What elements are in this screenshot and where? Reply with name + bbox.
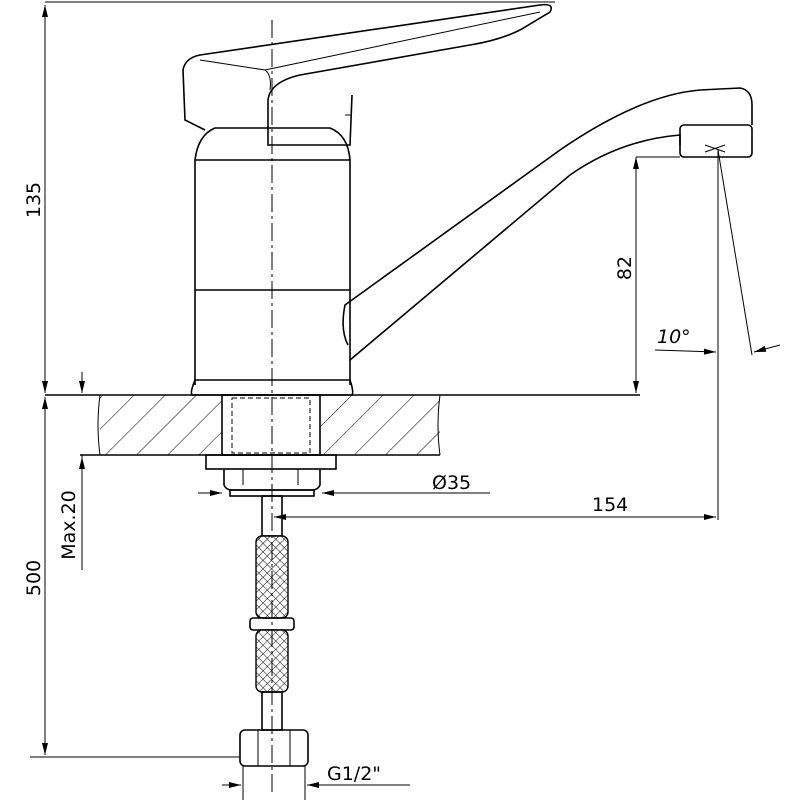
dim-hose-length: 500: [23, 560, 45, 596]
dim-spout-reach: 154: [592, 494, 628, 516]
dim-spout-angle: 10°: [657, 326, 691, 348]
faucet-body: [190, 127, 354, 396]
dim-overall-height: 135: [23, 182, 45, 218]
dim-spout-height: 82: [614, 256, 636, 280]
countertop: [45, 394, 640, 456]
spout: [342, 87, 753, 361]
dim-thread: G1/2": [327, 763, 381, 785]
dimension-lines: [30, 1, 781, 800]
dim-max-countertop: Max.20: [58, 490, 80, 560]
hose: [239, 495, 309, 767]
lever-handle: [182, 3, 553, 146]
dim-body-diameter: Ø35: [432, 472, 471, 494]
